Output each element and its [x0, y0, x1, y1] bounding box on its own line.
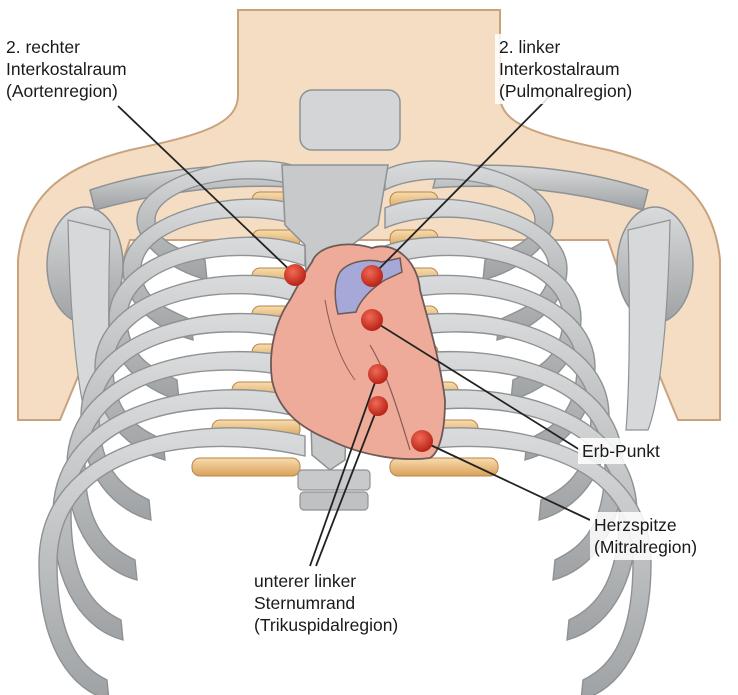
label-erb-point: Erb-Punkt	[578, 438, 664, 464]
label-aortic-region: 2. rechter Interkostalraum (Aortenregion…	[2, 34, 131, 104]
aortic-point	[284, 264, 306, 286]
label-line: Sternumrand	[254, 592, 398, 614]
apex-point	[411, 430, 433, 452]
pulmonary-point	[361, 265, 383, 287]
label-line: Interkostalraum	[499, 58, 632, 80]
costal-cartilage	[390, 458, 498, 476]
label-line: (Pulmonalregion)	[499, 80, 632, 102]
label-apex: Herzspitze (Mitralregion)	[590, 512, 701, 560]
label-tricuspid-region: unterer linker Sternumrand (Trikuspidalr…	[250, 568, 402, 638]
tricuspid-lower-point	[368, 396, 388, 416]
erb-point	[361, 309, 383, 331]
label-line: unterer linker	[254, 570, 398, 592]
costal-cartilage	[192, 458, 300, 476]
label-line: (Trikuspidalregion)	[254, 614, 398, 636]
label-line: (Aortenregion)	[6, 80, 127, 102]
label-line: 2. linker	[499, 36, 632, 58]
tricuspid-upper-point	[368, 364, 388, 384]
label-line: 2. rechter	[6, 36, 127, 58]
label-line: Interkostalraum	[6, 58, 127, 80]
label-pulmonary-region: 2. linker Interkostalraum (Pulmonalregio…	[495, 34, 636, 104]
label-line: Herzspitze	[594, 514, 697, 536]
label-line: Erb-Punkt	[582, 440, 660, 462]
label-line: (Mitralregion)	[594, 536, 697, 558]
